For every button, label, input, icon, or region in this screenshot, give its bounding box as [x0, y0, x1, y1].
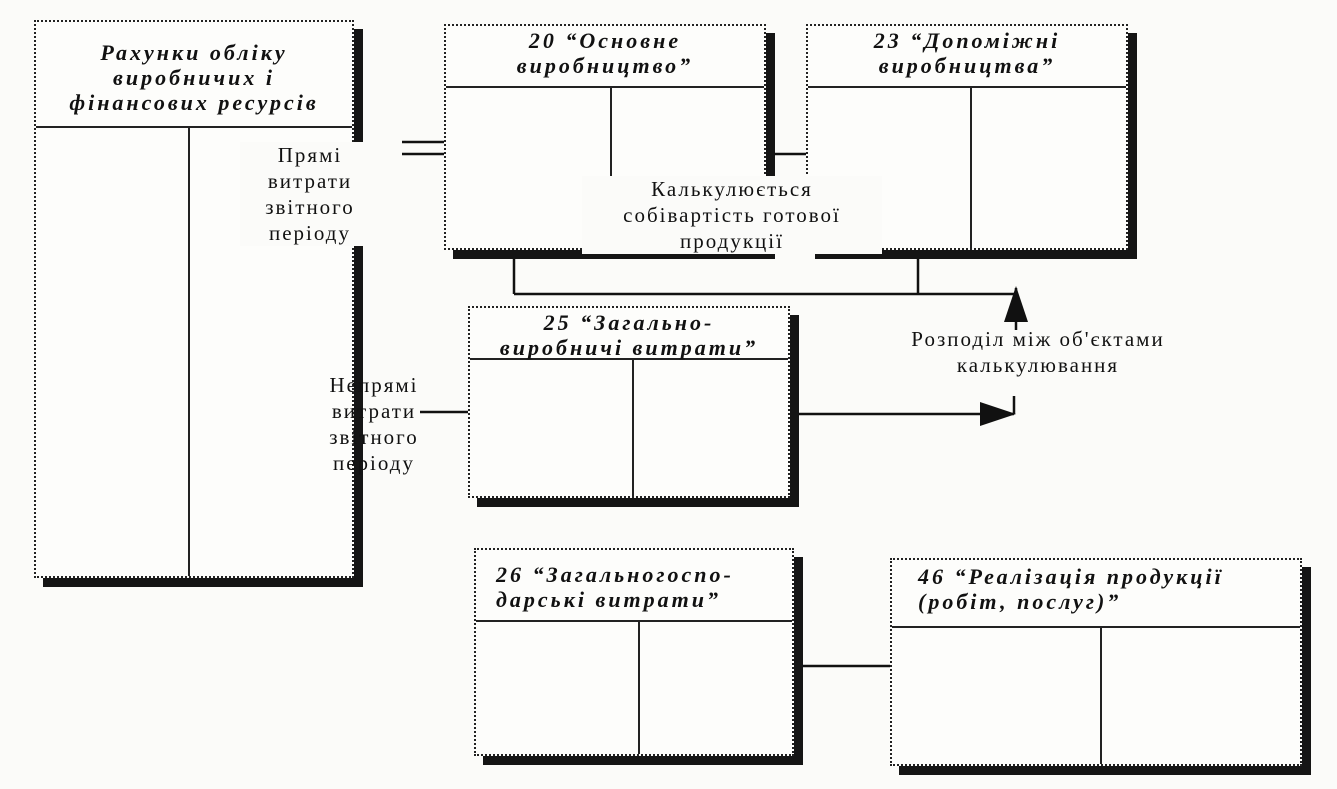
- line-allocation-bus: [514, 292, 1018, 296]
- account-46-title: 46 “Реалізація продукції (робіт, послуг)…: [892, 560, 1300, 628]
- account-26-title: 26 “Загальногоспо- дарські витрати”: [476, 550, 792, 622]
- account-23-title: 23 “Допоміжні виробництва”: [808, 26, 1126, 88]
- account-46-sales: 46 “Реалізація продукції (робіт, послуг)…: [890, 558, 1302, 766]
- account-20-title: 20 “Основне виробництво”: [446, 26, 764, 88]
- direct-costs-label: Прямі витрати звітного періоду: [240, 142, 380, 246]
- account-26-divider: [638, 622, 640, 754]
- cost-calculation-label: Калькулюється собівартість готової проду…: [582, 176, 882, 254]
- account-resources-title: Рахунки обліку виробничих і фінансових р…: [36, 22, 352, 128]
- account-25-overhead: 25 “Загально- виробничі витрати”: [468, 306, 790, 498]
- account-25-divider: [632, 360, 634, 496]
- allocation-label: Розподіл між об'єктами калькулювання: [911, 327, 1165, 377]
- account-23-divider: [970, 88, 972, 248]
- account-25-title: 25 “Загально- виробничі витрати”: [470, 308, 788, 360]
- account-20-divider: [610, 88, 612, 248]
- account-resources: Рахунки обліку виробничих і фінансових р…: [34, 20, 354, 578]
- indirect-costs-label: Непрямі витрати звітного періоду: [329, 373, 419, 475]
- account-26-general-admin: 26 “Загальногоспо- дарські витрати”: [474, 548, 794, 756]
- account-resources-divider: [188, 128, 190, 576]
- account-46-divider: [1100, 628, 1102, 764]
